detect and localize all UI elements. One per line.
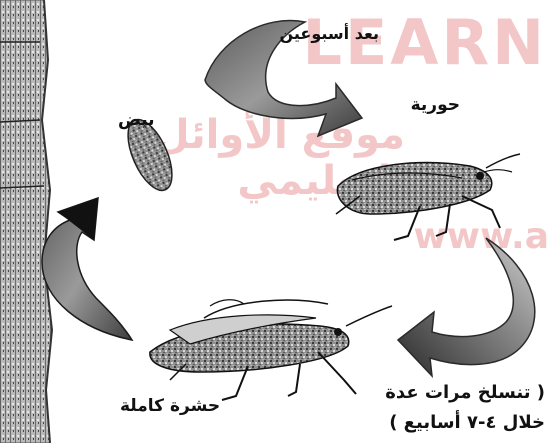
arrow-adult-to-eggs [42,198,132,340]
label-nymph: حورية [411,95,460,115]
label-molts-line2: خلال ٤-٧ أسابيع ) [389,412,545,433]
label-molts-line1: ( تنسلخ مرات عدة [385,382,545,403]
nymph-grasshopper-graphic [336,154,520,240]
adult-grasshopper-graphic [150,300,392,400]
label-eggs: بيض [118,110,155,130]
branch-graphic [0,0,52,443]
label-adult: حشرة كاملة [120,396,220,416]
label-after-two-weeks: بعد أسبوعين [280,24,380,43]
arrow-nymph-to-adult [398,238,535,376]
